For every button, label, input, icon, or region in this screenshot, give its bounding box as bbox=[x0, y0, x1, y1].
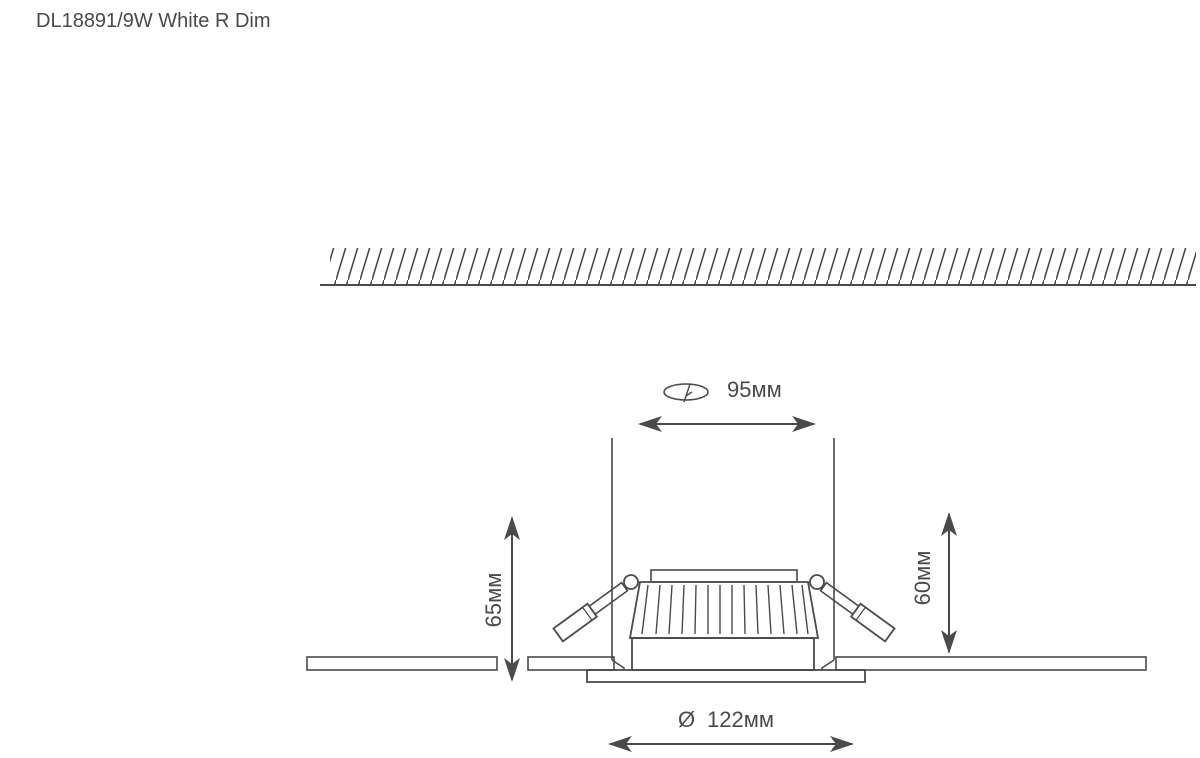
diameter-label: 122мм bbox=[707, 707, 774, 732]
cutout-hole-icon bbox=[663, 383, 709, 403]
cutout-dimension: 95мм bbox=[638, 377, 816, 432]
total-height-label: 65мм bbox=[481, 573, 506, 628]
diameter-dimension: Ø 122мм bbox=[608, 707, 854, 752]
product-title: DL18891/9W White R Dim bbox=[36, 10, 271, 32]
recessed-height-dimension: 60мм bbox=[910, 512, 957, 654]
cutout-dimension-label: 95мм bbox=[727, 377, 782, 402]
upper-slab bbox=[320, 248, 1196, 286]
luminaire bbox=[552, 569, 896, 683]
total-height-dimension: 65мм bbox=[481, 516, 520, 682]
ceiling-panel bbox=[306, 656, 1147, 671]
recessed-height-label: 60мм bbox=[910, 551, 935, 606]
diameter-symbol: Ø bbox=[678, 707, 695, 732]
